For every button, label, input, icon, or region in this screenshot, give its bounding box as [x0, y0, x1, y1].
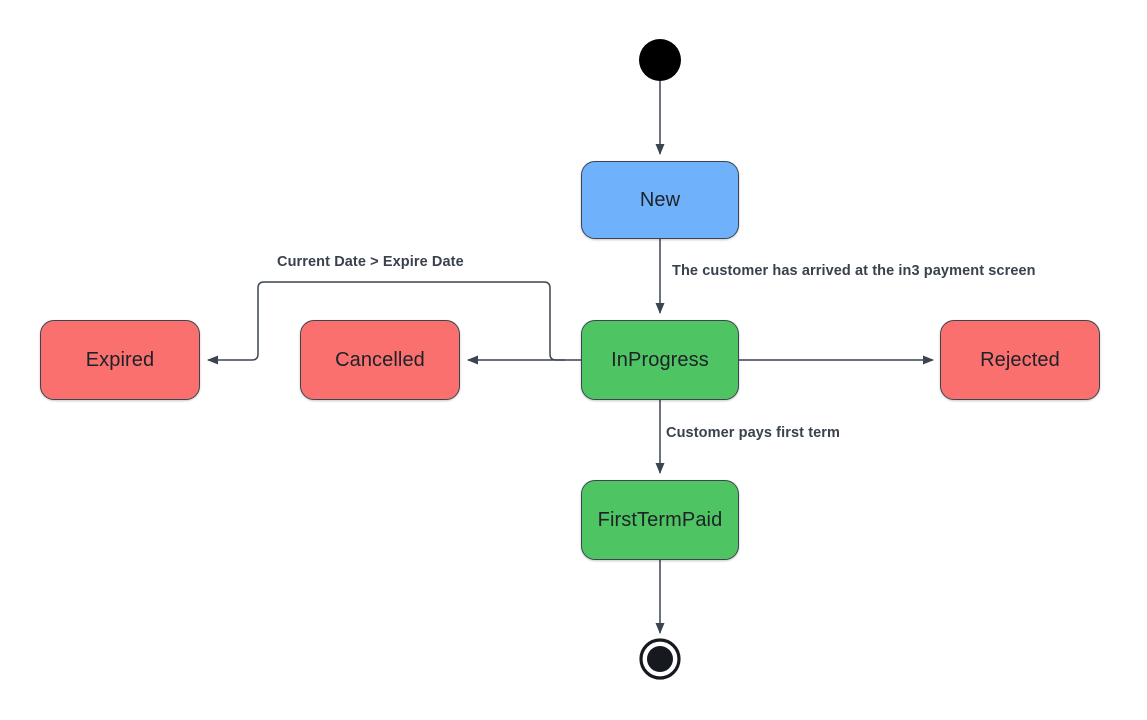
state-node-new[interactable]: New [581, 161, 739, 239]
state-label-new: New [639, 188, 681, 211]
state-label-inprogress: InProgress [611, 348, 709, 371]
final-state-node[interactable] [639, 638, 681, 680]
state-node-inprogress[interactable]: InProgress [581, 320, 739, 400]
state-label-cancelled: Cancelled [335, 348, 425, 371]
state-label-expired: Expired [85, 348, 155, 371]
edge-label-arrived-payment-screen: The customer has arrived at the in3 paym… [672, 263, 1036, 279]
filled-circle-icon [639, 39, 681, 81]
edge-inprogress-to-expired [207, 281, 565, 365]
state-node-firsttermpaid[interactable]: FirstTermPaid [581, 480, 739, 560]
bullseye-icon-core [647, 646, 673, 672]
state-label-firsttermpaid: FirstTermPaid [597, 508, 723, 531]
edge-label-expire-date: Current Date > Expire Date [277, 254, 464, 270]
state-label-rejected: Rejected [980, 348, 1060, 371]
state-node-cancelled[interactable]: Cancelled [300, 320, 460, 400]
bullseye-icon-ring [639, 638, 681, 680]
state-node-rejected[interactable]: Rejected [940, 320, 1100, 400]
initial-state-node[interactable] [639, 39, 681, 81]
edge-label-pays-first-term: Customer pays first term [666, 425, 841, 441]
state-node-expired[interactable]: Expired [40, 320, 200, 400]
